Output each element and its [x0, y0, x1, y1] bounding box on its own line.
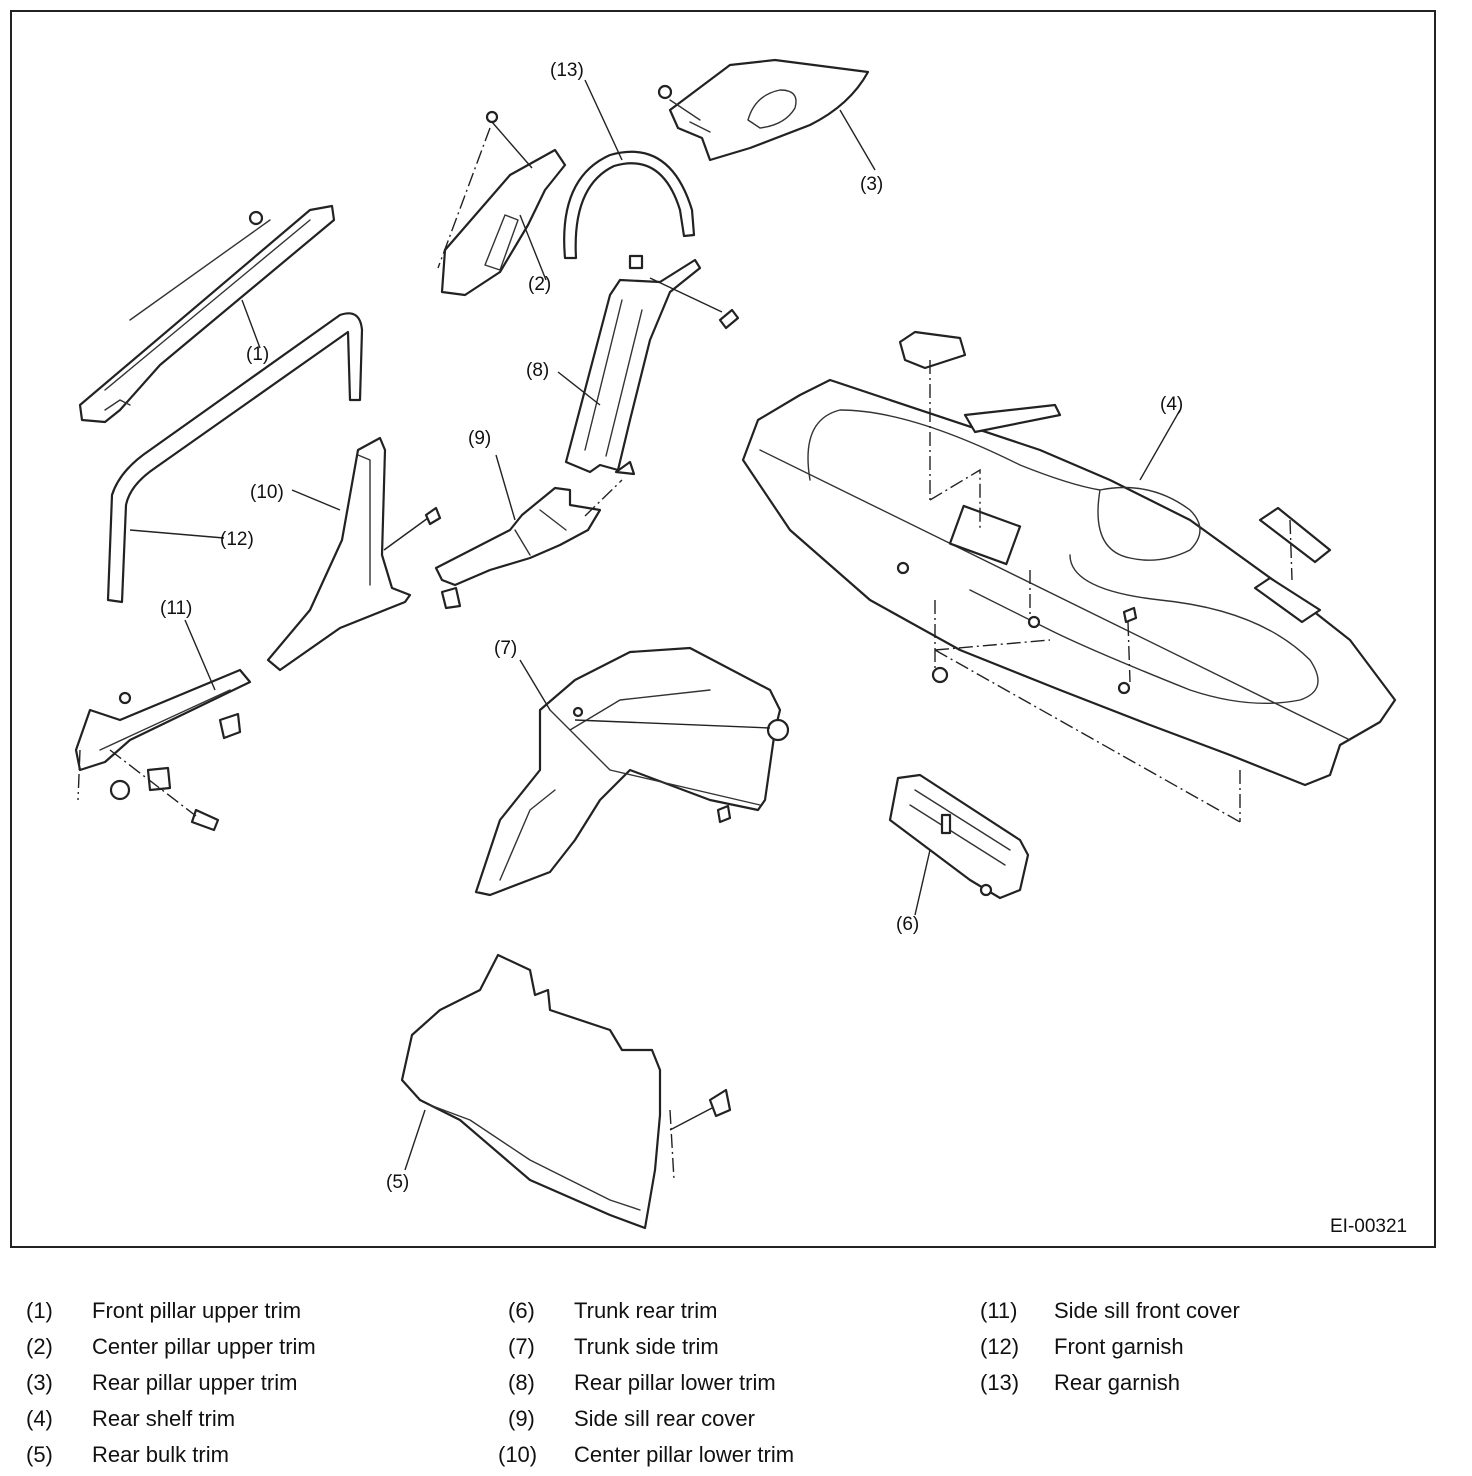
callout-10: (10): [250, 482, 284, 503]
legend-number: (11): [980, 1298, 1018, 1323]
part-rear-shelf-trim: [741, 330, 1397, 823]
part-rear-pillar-upper-trim: [657, 58, 870, 162]
legend-number: (6): [508, 1298, 535, 1323]
legend-name: Center pillar upper trim: [92, 1334, 316, 1359]
legend-number: (5): [26, 1442, 53, 1467]
callout-13: (13): [550, 60, 584, 81]
callout-3: (3): [860, 174, 883, 195]
part-trunk-rear-trim: [888, 773, 1030, 900]
callout-12: (12): [220, 529, 254, 550]
callout-7: (7): [494, 638, 517, 659]
callout-6: (6): [896, 914, 919, 935]
legend-number: (2): [26, 1334, 53, 1359]
legend-name: Rear pillar lower trim: [574, 1370, 776, 1395]
callout-leaders: [129, 79, 1181, 1171]
part-side-sill-rear-cover: [434, 479, 623, 610]
callout-5: (5): [386, 1172, 409, 1193]
callout-labels: (1) (2) (3) (4) (5) (6) (7) (8) (9) (10)…: [160, 60, 1183, 1193]
part-rear-pillar-lower-trim: [564, 254, 740, 476]
legend-name: Front pillar upper trim: [92, 1298, 302, 1323]
legend-name: Side sill rear cover: [574, 1406, 755, 1431]
legend-number: (9): [508, 1406, 535, 1431]
legend-name: Front garnish: [1054, 1334, 1184, 1359]
legend-number: (3): [26, 1370, 53, 1395]
part-front-pillar-upper-trim: [78, 204, 336, 424]
callout-9: (9): [468, 428, 491, 449]
legend-number: (13): [980, 1370, 1020, 1395]
parts-legend: (1) Front pillar upper trim (2) Center p…: [0, 1292, 1472, 1472]
part-rear-bulk-trim: [400, 953, 732, 1230]
legend-number: (4): [26, 1406, 53, 1431]
legend-name: Trunk rear trim: [574, 1298, 718, 1323]
part-front-garnish: [106, 312, 364, 604]
callout-11: (11): [160, 598, 192, 619]
part-center-pillar-upper-trim: [437, 110, 567, 297]
part-center-pillar-lower-trim: [266, 436, 442, 672]
part-side-sill-front-cover: [74, 668, 252, 832]
legend-number: (10): [498, 1442, 538, 1467]
part-rear-garnish: [563, 150, 696, 260]
callout-4: (4): [1160, 394, 1183, 415]
legend-name: Side sill front cover: [1054, 1298, 1240, 1323]
figure-id: EI-00321: [1330, 1216, 1407, 1237]
legend-number: (8): [508, 1370, 535, 1395]
legend-number: (7): [508, 1334, 535, 1359]
legend-name: Rear shelf trim: [92, 1406, 236, 1431]
legend-name: Trunk side trim: [574, 1334, 719, 1359]
callout-1: (1): [246, 344, 269, 365]
legend-number: (12): [980, 1334, 1020, 1359]
callout-2: (2): [528, 274, 551, 295]
diagram-frame: [10, 10, 1436, 1248]
legend-number: (1): [26, 1298, 53, 1323]
legend-name: Rear bulk trim: [92, 1442, 229, 1467]
legend-name: Rear pillar upper trim: [92, 1370, 298, 1395]
legend-name: Center pillar lower trim: [574, 1442, 795, 1467]
part-trunk-side-trim: [474, 646, 790, 897]
legend-name: Rear garnish: [1054, 1370, 1180, 1395]
callout-8: (8): [526, 360, 549, 381]
exploded-parts-diagram: (1) (2) (3) (4) (5) (6) (7) (8) (9) (10)…: [74, 58, 1407, 1237]
